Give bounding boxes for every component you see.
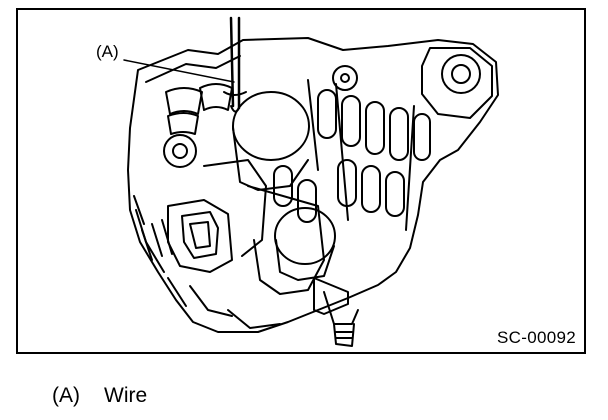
legend-text: Wire bbox=[104, 384, 148, 407]
legend-item-a: (A) Wire bbox=[52, 384, 147, 408]
diagram-frame: (A) SC-00092 bbox=[16, 8, 586, 354]
alternator-illustration-icon bbox=[123, 16, 499, 347]
legend-key: (A) bbox=[52, 384, 80, 407]
callout-label-a: (A) bbox=[96, 42, 119, 61]
image-code: SC-00092 bbox=[497, 328, 576, 347]
